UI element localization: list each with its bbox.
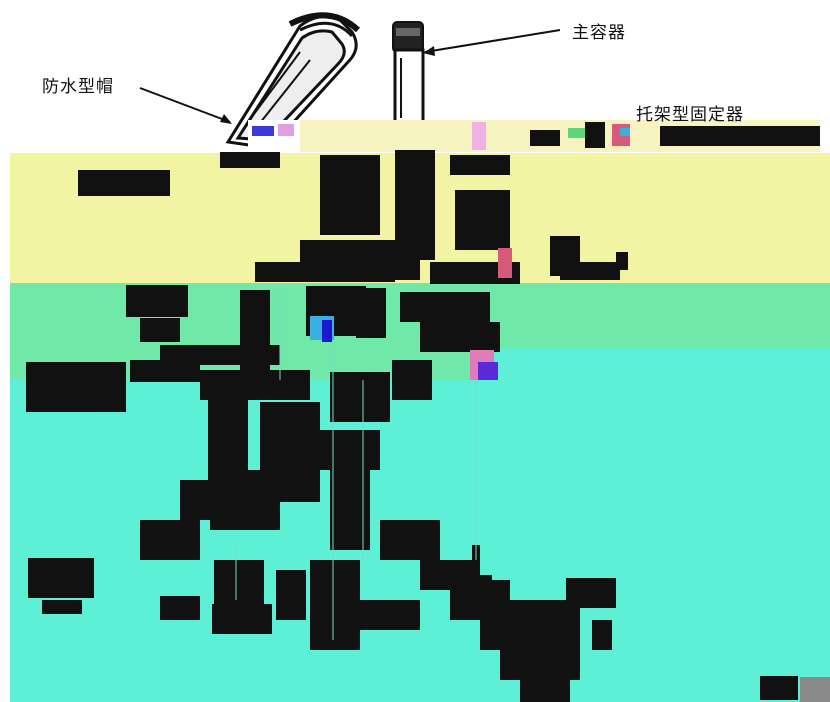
guide-lines [235, 290, 477, 640]
corrupted-glyphs [26, 120, 820, 702]
cap-leader [139, 87, 231, 123]
container-label: 主容器 [572, 23, 626, 43]
container-illustration [392, 21, 425, 127]
corner-block [800, 677, 830, 702]
container-leader [424, 29, 561, 53]
bracket-label: 托架型固定器 [636, 105, 744, 125]
cap-arrowhead [220, 114, 232, 124]
container-arrowhead [423, 46, 435, 56]
cap-illustration [225, 12, 361, 150]
cap-label: 防水型帽 [42, 77, 114, 97]
